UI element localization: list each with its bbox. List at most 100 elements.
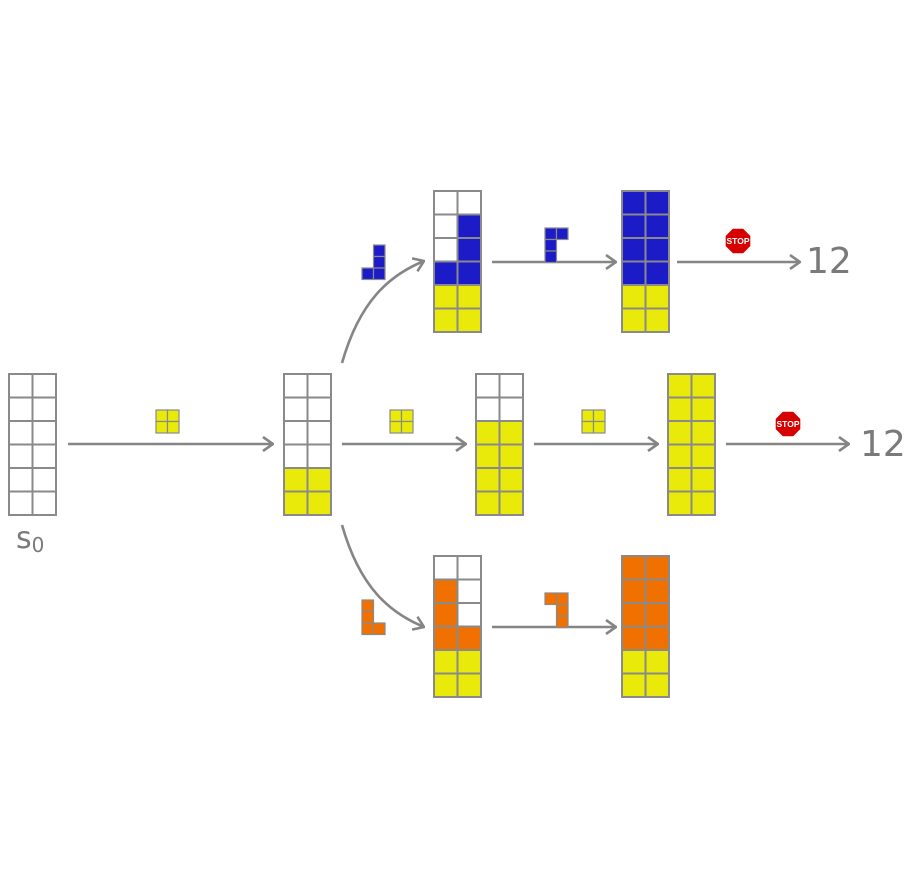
board-cell [456, 190, 482, 216]
board-cell [621, 602, 647, 628]
start-state-name: s [16, 521, 32, 556]
board-cell [475, 420, 501, 446]
board-mid-1 [475, 373, 524, 516]
piece-cell [592, 420, 606, 434]
board-cell [306, 420, 332, 446]
board-cell [283, 373, 309, 399]
piece-cell [361, 267, 375, 281]
board-cell [456, 284, 482, 310]
board-cell [456, 625, 482, 651]
board-cell [433, 649, 459, 675]
board-cell [644, 307, 670, 333]
start-state-subscript: 0 [31, 533, 45, 557]
board-cell [644, 284, 670, 310]
board-cell [475, 396, 501, 422]
yellow-square-piece-icon [155, 409, 180, 434]
board-cell [8, 420, 34, 446]
piece-cell [400, 409, 414, 423]
board-cell [621, 237, 647, 263]
board-cell [644, 625, 670, 651]
board-cell [498, 396, 524, 422]
board-cell [690, 490, 716, 516]
piece-cell [372, 255, 386, 269]
piece-cell [544, 238, 558, 252]
piece-cell [555, 227, 569, 241]
stop-sign-label: STOP [727, 236, 750, 246]
board-cell [456, 649, 482, 675]
board-cell [456, 213, 482, 239]
board-cell [498, 373, 524, 399]
board-cell [31, 373, 57, 399]
board-cell [456, 237, 482, 263]
piece-cell [372, 244, 386, 258]
board-cell [475, 443, 501, 469]
board-cell [31, 443, 57, 469]
board-s0 [8, 373, 57, 516]
board-bot-1 [433, 555, 482, 698]
board-cell [456, 602, 482, 628]
board-cell [644, 649, 670, 675]
stop-sign-icon: STOP [724, 227, 752, 255]
board-cell [644, 578, 670, 604]
board-cell [690, 420, 716, 446]
piece-cell [155, 420, 169, 434]
piece-cell [166, 409, 180, 423]
stop-sign-icon: STOP [774, 410, 802, 438]
yellow-square-piece-icon [581, 409, 606, 434]
reward-mid: 12 [860, 424, 906, 465]
piece-cell [555, 615, 569, 629]
board-cell [690, 443, 716, 469]
piece-cell [555, 603, 569, 617]
board-cell [456, 307, 482, 333]
board-cell [621, 672, 647, 698]
piece-cell [389, 420, 403, 434]
board-cell [31, 467, 57, 493]
board-cell [433, 190, 459, 216]
board-cell [306, 443, 332, 469]
board-cell [498, 420, 524, 446]
board-cell [644, 237, 670, 263]
board-cell [690, 467, 716, 493]
board-cell [644, 213, 670, 239]
board-cell [31, 420, 57, 446]
piece-cell [544, 227, 558, 241]
board-cell [621, 260, 647, 286]
start-state-label: s0 [16, 524, 44, 560]
piece-cell [372, 622, 386, 636]
board-cell [621, 649, 647, 675]
board-cell [475, 373, 501, 399]
piece-cell [555, 592, 569, 606]
board-cell [690, 373, 716, 399]
board-cell [475, 467, 501, 493]
board-cell [283, 467, 309, 493]
board-cell [433, 625, 459, 651]
yellow-square-piece-icon [389, 409, 414, 434]
board-cell [433, 213, 459, 239]
piece-cell [389, 409, 403, 423]
board-cell [667, 373, 693, 399]
board-cell [433, 672, 459, 698]
board-cell [621, 213, 647, 239]
board-cell [456, 672, 482, 698]
board-after-square [283, 373, 332, 516]
board-cell [283, 420, 309, 446]
board-cell [498, 443, 524, 469]
board-cell [456, 555, 482, 581]
board-cell [433, 284, 459, 310]
stop-sign-label: STOP [777, 419, 800, 429]
arrow-square-to-bot1 [340, 524, 424, 627]
board-cell [31, 396, 57, 422]
board-cell [644, 555, 670, 581]
orange-corner-piece-icon [544, 592, 569, 629]
board-cell [667, 490, 693, 516]
board-cell [306, 467, 332, 493]
board-cell [667, 443, 693, 469]
board-top-1 [433, 190, 482, 333]
piece-cell [166, 420, 180, 434]
board-cell [498, 467, 524, 493]
piece-cell [372, 267, 386, 281]
piece-cell [544, 250, 558, 264]
piece-cell [155, 409, 169, 423]
board-cell [306, 396, 332, 422]
